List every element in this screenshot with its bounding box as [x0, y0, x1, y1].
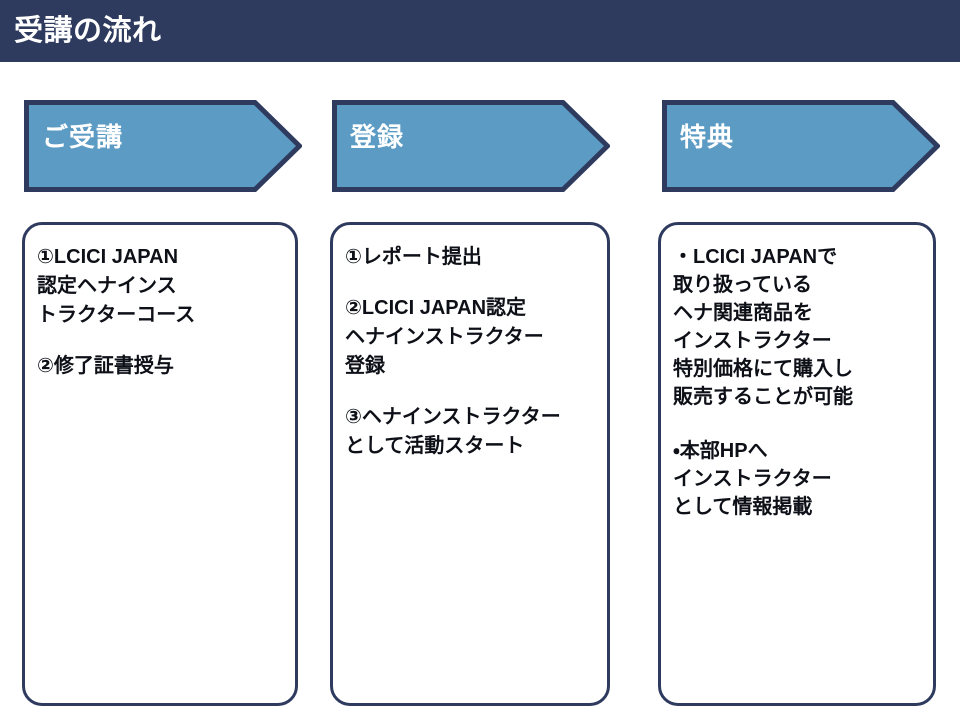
flow-content-box-3: ・LCICI JAPANで 取り扱っている ヘナ関連商品を インストラクター 特…: [658, 222, 936, 706]
flow-content-box-1: ①LCICI JAPAN 認定ヘナインス トラクターコース ②修了証書授与: [22, 222, 298, 706]
flow-column-1: ご受講 ①LCICI JAPAN 認定ヘナインス トラクターコース ②修了証書授…: [0, 0, 320, 720]
list-item: ①LCICI JAPAN 認定ヘナインス トラクターコース: [37, 246, 196, 326]
flow-banner-3: 特典: [662, 100, 940, 192]
list-item: ③ヘナインストラクター として活動スタート: [345, 406, 561, 457]
list-item: ②修了証書授与: [37, 355, 174, 377]
chevron-arrow-icon: [24, 100, 302, 192]
flow-banner-2: 登録: [332, 100, 610, 192]
chevron-arrow-icon: [662, 100, 940, 192]
list-item: ・LCICI JAPANで 取り扱っている ヘナ関連商品を インストラクター 特…: [673, 246, 853, 408]
flow-banner-label-2: 登録: [350, 122, 405, 152]
flow-column-2: 登録 ①レポート提出 ②LCICI JAPAN認定 ヘナインストラクター 登録 …: [308, 0, 638, 720]
flow-column-3: 特典 ・LCICI JAPANで 取り扱っている ヘナ関連商品を インストラクタ…: [636, 0, 960, 720]
list-item: ②LCICI JAPAN認定 ヘナインストラクター 登録: [345, 297, 544, 377]
list-item: ①レポート提出: [345, 246, 482, 268]
slide-title-bar: 受講の流れ: [0, 0, 960, 62]
page-title: 受講の流れ: [14, 15, 162, 47]
flow-banner-label-1: ご受講: [42, 122, 124, 152]
flow-content-box-2: ①レポート提出 ②LCICI JAPAN認定 ヘナインストラクター 登録 ③ヘナ…: [330, 222, 610, 706]
chevron-arrow-icon: [332, 100, 610, 192]
flow-banner-label-3: 特典: [680, 122, 735, 152]
flow-banner-1: ご受講: [24, 100, 302, 192]
list-item: ・本部HPへ インストラクター として情報掲載: [673, 440, 832, 518]
